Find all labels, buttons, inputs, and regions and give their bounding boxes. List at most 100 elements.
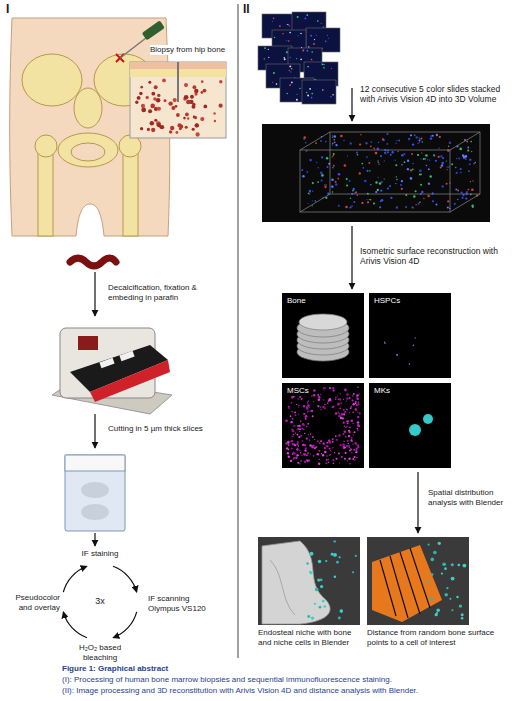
msc-cell [291,448,293,450]
niche-cell [333,553,337,557]
slide-cell [289,70,290,71]
msc-cell [345,426,347,428]
biopsy-inset [130,62,226,138]
niche-cell [334,576,337,579]
volume-cell [350,198,351,199]
slide-cell [279,25,281,27]
volume-cell [468,170,470,172]
msc-cell [341,413,343,415]
msc-cell [298,407,299,408]
volume-cell [408,138,411,141]
volume-cell [373,147,375,149]
slide-cell [323,26,325,28]
niche-cell [339,556,341,558]
volume-cell [404,153,406,155]
msc-cell [292,459,293,460]
msc-cell [298,436,300,438]
volume-cell [332,135,333,136]
volume-cell [474,162,476,164]
msc-cell [354,459,355,460]
msc-cell [327,402,329,404]
msc-cell [353,393,355,395]
marrow-cell [194,89,198,93]
marrow-cell [192,103,195,106]
slide-cell [264,58,265,59]
msc-cell [300,435,302,437]
marrow-cell [160,125,164,129]
niche-cell [340,609,344,613]
niche-cell [309,571,312,574]
volume-cell [378,164,379,165]
volume-cell [446,183,448,185]
volume-cell [395,143,396,144]
panel-caption: Distance from random bone surface points… [367,628,507,647]
volume-cell [448,146,449,147]
msc-cell [340,402,342,404]
niche-cell [457,564,460,567]
caption-line: (II): Image processing and 3D reconstitu… [62,686,517,696]
marrow-cell [193,85,197,89]
msc-cell [305,448,307,450]
msc-cell [291,421,293,423]
msc-cell [338,434,340,436]
volume-cell [322,175,323,176]
msc-cell [358,447,359,448]
volume-cell [411,206,412,207]
slide-cell [322,64,323,65]
msc-cell [348,430,350,432]
marrow-cell [169,101,173,105]
volume-cell [436,134,438,136]
volume-cell [441,162,444,165]
niche-cell [451,563,454,566]
marrow-cell [187,117,189,119]
msc-cell [338,412,339,413]
msc-cell [353,403,355,405]
niche-cell [325,560,327,562]
niche-cell [338,617,341,620]
volume-cell [362,167,364,169]
volume-cell [373,202,375,204]
slide-cell [296,58,297,59]
marrow-cell [219,80,222,83]
msc-cell [301,455,302,456]
hspc-cell [415,337,416,338]
msc-cell [332,387,335,390]
volume-cell [460,168,462,170]
slide-cell [317,20,319,22]
msc-cell [287,441,290,444]
msc-cell [356,457,357,458]
msc-cell [292,444,293,445]
msc-cell [297,448,298,449]
msc-cell [330,450,331,451]
volume-cell [448,166,449,167]
volume-cell [305,142,306,143]
niche-cell [324,605,326,607]
msc-cell [313,389,315,391]
slide-cell [332,94,334,96]
msc-cell [335,396,337,398]
volume-cell [405,194,407,196]
msc-cell [317,405,318,406]
blender-render [400,552,420,614]
niche-cell [436,608,439,611]
volume-cell [375,191,377,193]
msc-cell [297,443,299,445]
msc-cell [343,409,345,411]
slide-cell [289,84,291,86]
msc-cell [303,424,305,426]
marrow-cell [195,132,199,136]
volume-cell [454,203,456,205]
volume-cell [470,181,471,182]
panel-label: MSCs [285,386,311,396]
volume-cell [320,171,323,174]
slide-cell [284,57,285,58]
msc-cell [310,410,311,411]
volume-cell [317,181,319,183]
volume-cell [432,200,434,202]
msc-cell [291,411,293,413]
volume-cell [391,151,393,153]
msc-cell [318,463,320,465]
blender-render [380,548,430,618]
volume-cell [334,135,337,138]
